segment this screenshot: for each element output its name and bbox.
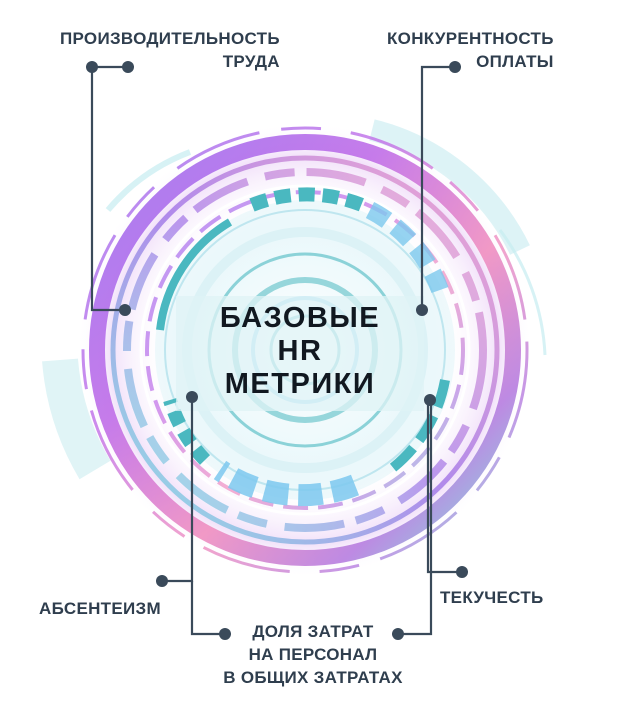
label-personnel-cost-share-line3: В ОБЩИХ ЗАТРАТАХ (223, 668, 403, 687)
label-personnel-cost-share-line1: ДОЛЯ ЗАТРАТ (252, 622, 374, 641)
label-turnover: ТЕКУЧЕСТЬ (440, 586, 544, 609)
connector-dots (86, 61, 468, 640)
label-productivity-line2: ТРУДА (222, 52, 280, 71)
label-absenteeism: АБСЕНТЕИЗМ (39, 597, 161, 620)
connector-lines (90, 65, 462, 636)
label-pay-competitiveness-line1: КОНКУРЕНТНОСТЬ (387, 29, 554, 48)
label-personnel-cost-share: ДОЛЯ ЗАТРАТ НА ПЕРСОНАЛ В ОБЩИХ ЗАТРАТАХ (205, 620, 421, 689)
center-title-line3: МЕТРИКИ (224, 368, 376, 400)
center-title-line2: HR (277, 335, 323, 367)
label-productivity-line1: ПРОИЗВОДИТЕЛЬНОСТЬ (60, 29, 280, 48)
label-absenteeism-line1: АБСЕНТЕИЗМ (39, 599, 161, 618)
label-pay-competitiveness-line2: ОПЛАТЫ (476, 52, 554, 71)
label-pay-competitiveness: КОНКУРЕНТНОСТЬ ОПЛАТЫ (387, 27, 554, 73)
label-productivity: ПРОИЗВОДИТЕЛЬНОСТЬ ТРУДА (60, 27, 280, 73)
title-panel (176, 296, 424, 411)
label-turnover-line1: ТЕКУЧЕСТЬ (440, 588, 544, 607)
outer-translucent-arcs (42, 119, 547, 480)
center-title: БАЗОВЫЕ HR МЕТРИКИ (180, 302, 420, 401)
center-title-line1: БАЗОВЫЕ (219, 302, 381, 334)
label-personnel-cost-share-line2: НА ПЕРСОНАЛ (248, 645, 378, 664)
